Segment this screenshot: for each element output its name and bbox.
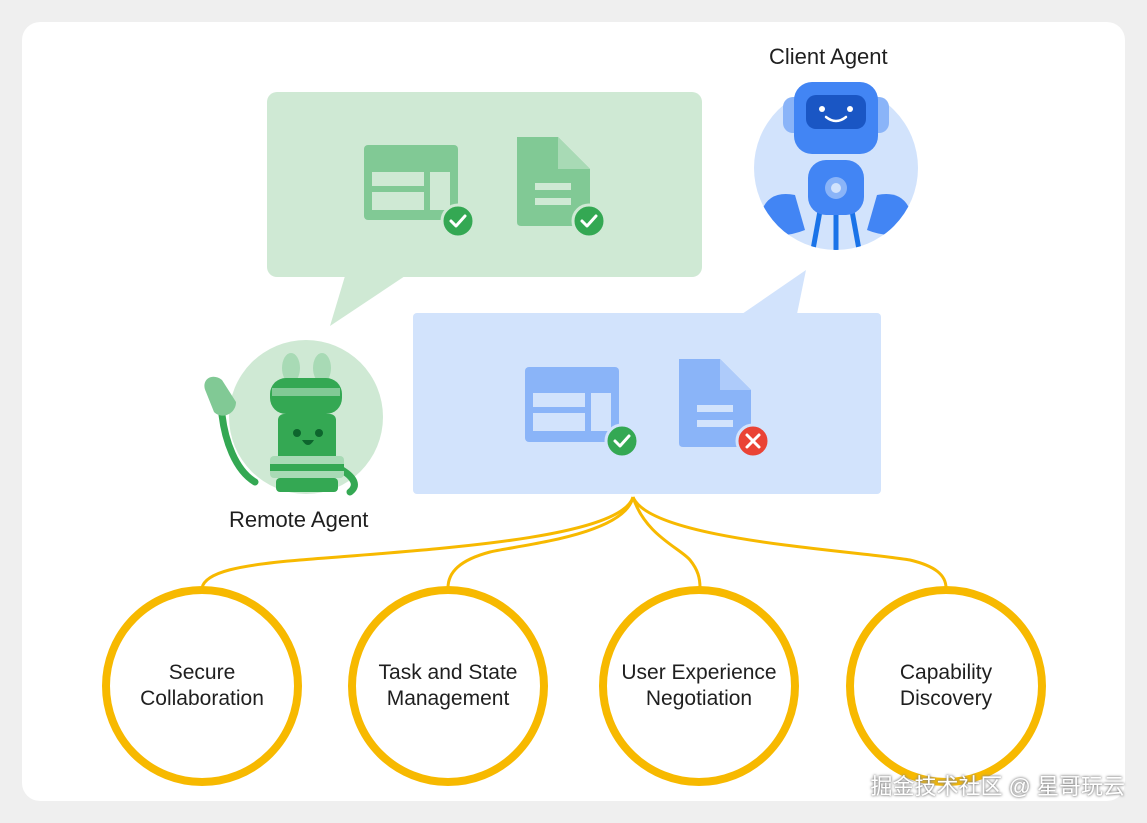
connector-lines bbox=[200, 496, 948, 589]
capability-label-line2: Discovery bbox=[899, 687, 993, 710]
check-icon bbox=[440, 203, 476, 239]
capability-label-ux-negotiation: User Experience Negotiation bbox=[604, 660, 794, 712]
capability-circle-task-state-management bbox=[348, 586, 548, 786]
capability-label-line2: Management bbox=[386, 687, 510, 710]
spreadsheet-icon bbox=[364, 145, 458, 220]
client-agent-label: Client Agent bbox=[769, 44, 888, 69]
document-icon bbox=[517, 137, 590, 226]
capability-label-line1: User Experience bbox=[621, 661, 777, 684]
remote-agent-label: Remote Agent bbox=[229, 507, 369, 532]
client-request-bubble bbox=[413, 270, 881, 494]
watermark: 掘金技术社区 @ 星哥玩云 bbox=[870, 774, 1125, 799]
capability-label-line2: Negotiation bbox=[645, 687, 753, 710]
capability-circle-ux-negotiation bbox=[599, 586, 799, 786]
capability-label-line1: Task and State bbox=[378, 661, 518, 684]
capability-label-line1: Secure bbox=[168, 661, 236, 684]
spreadsheet-icon bbox=[525, 367, 619, 442]
document-icon bbox=[679, 359, 751, 447]
capability-label-task-state-management: Task and State Management bbox=[353, 660, 543, 712]
capability-circle-secure-collaboration bbox=[102, 586, 302, 786]
check-icon bbox=[604, 423, 640, 459]
capability-label-capability-discovery: Capability Discovery bbox=[851, 660, 1041, 712]
capability-label-line1: Capability bbox=[899, 661, 993, 684]
capability-circles bbox=[102, 586, 1046, 786]
client-agent-avatar bbox=[754, 82, 918, 250]
error-x-icon bbox=[735, 423, 771, 459]
check-icon bbox=[571, 203, 607, 239]
capability-label-line2: Collaboration bbox=[140, 687, 264, 710]
capability-label-secure-collaboration: Secure Collaboration bbox=[107, 660, 297, 712]
capability-circle-capability-discovery bbox=[846, 586, 1046, 786]
remote-response-bubble bbox=[267, 92, 702, 326]
remote-agent-avatar bbox=[204, 340, 383, 496]
